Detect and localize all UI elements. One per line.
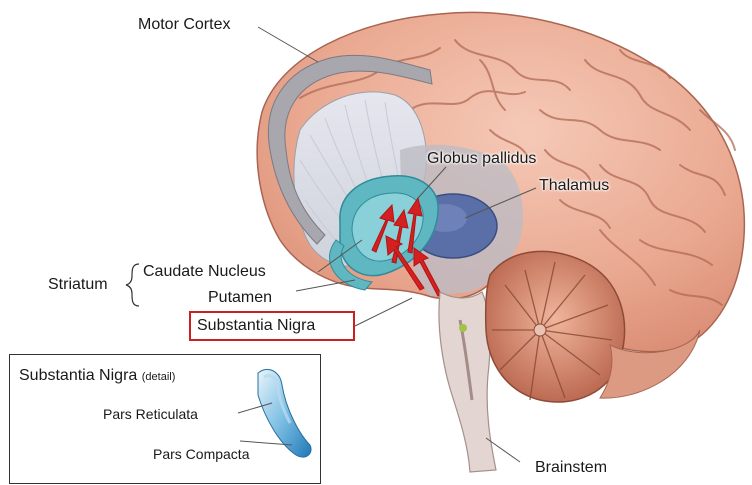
substantia-nigra-label: Substantia Nigra <box>197 317 315 335</box>
striatum-label: Striatum <box>48 276 108 294</box>
pars-reticulata-label: Pars Reticulata <box>103 405 198 423</box>
globus-pallidus-label: Globus pallidus <box>427 150 536 168</box>
pars-compacta-label: Pars Compacta <box>153 445 249 463</box>
putamen-label: Putamen <box>208 289 272 307</box>
detail-title-text: Substantia Nigra <box>19 367 137 384</box>
caudate-nucleus-label: Caudate Nucleus <box>143 263 266 281</box>
detail-inset: Substantia Nigra (detail) Pars Reticulat… <box>9 354 321 484</box>
striatum-brace <box>126 264 139 306</box>
motor-cortex-label: Motor Cortex <box>138 16 230 34</box>
brainstem-label: Brainstem <box>535 459 607 477</box>
thalamus-label: Thalamus <box>539 177 609 195</box>
detail-title-note: (detail) <box>142 371 176 383</box>
detail-title: Substantia Nigra (detail) <box>19 367 175 386</box>
